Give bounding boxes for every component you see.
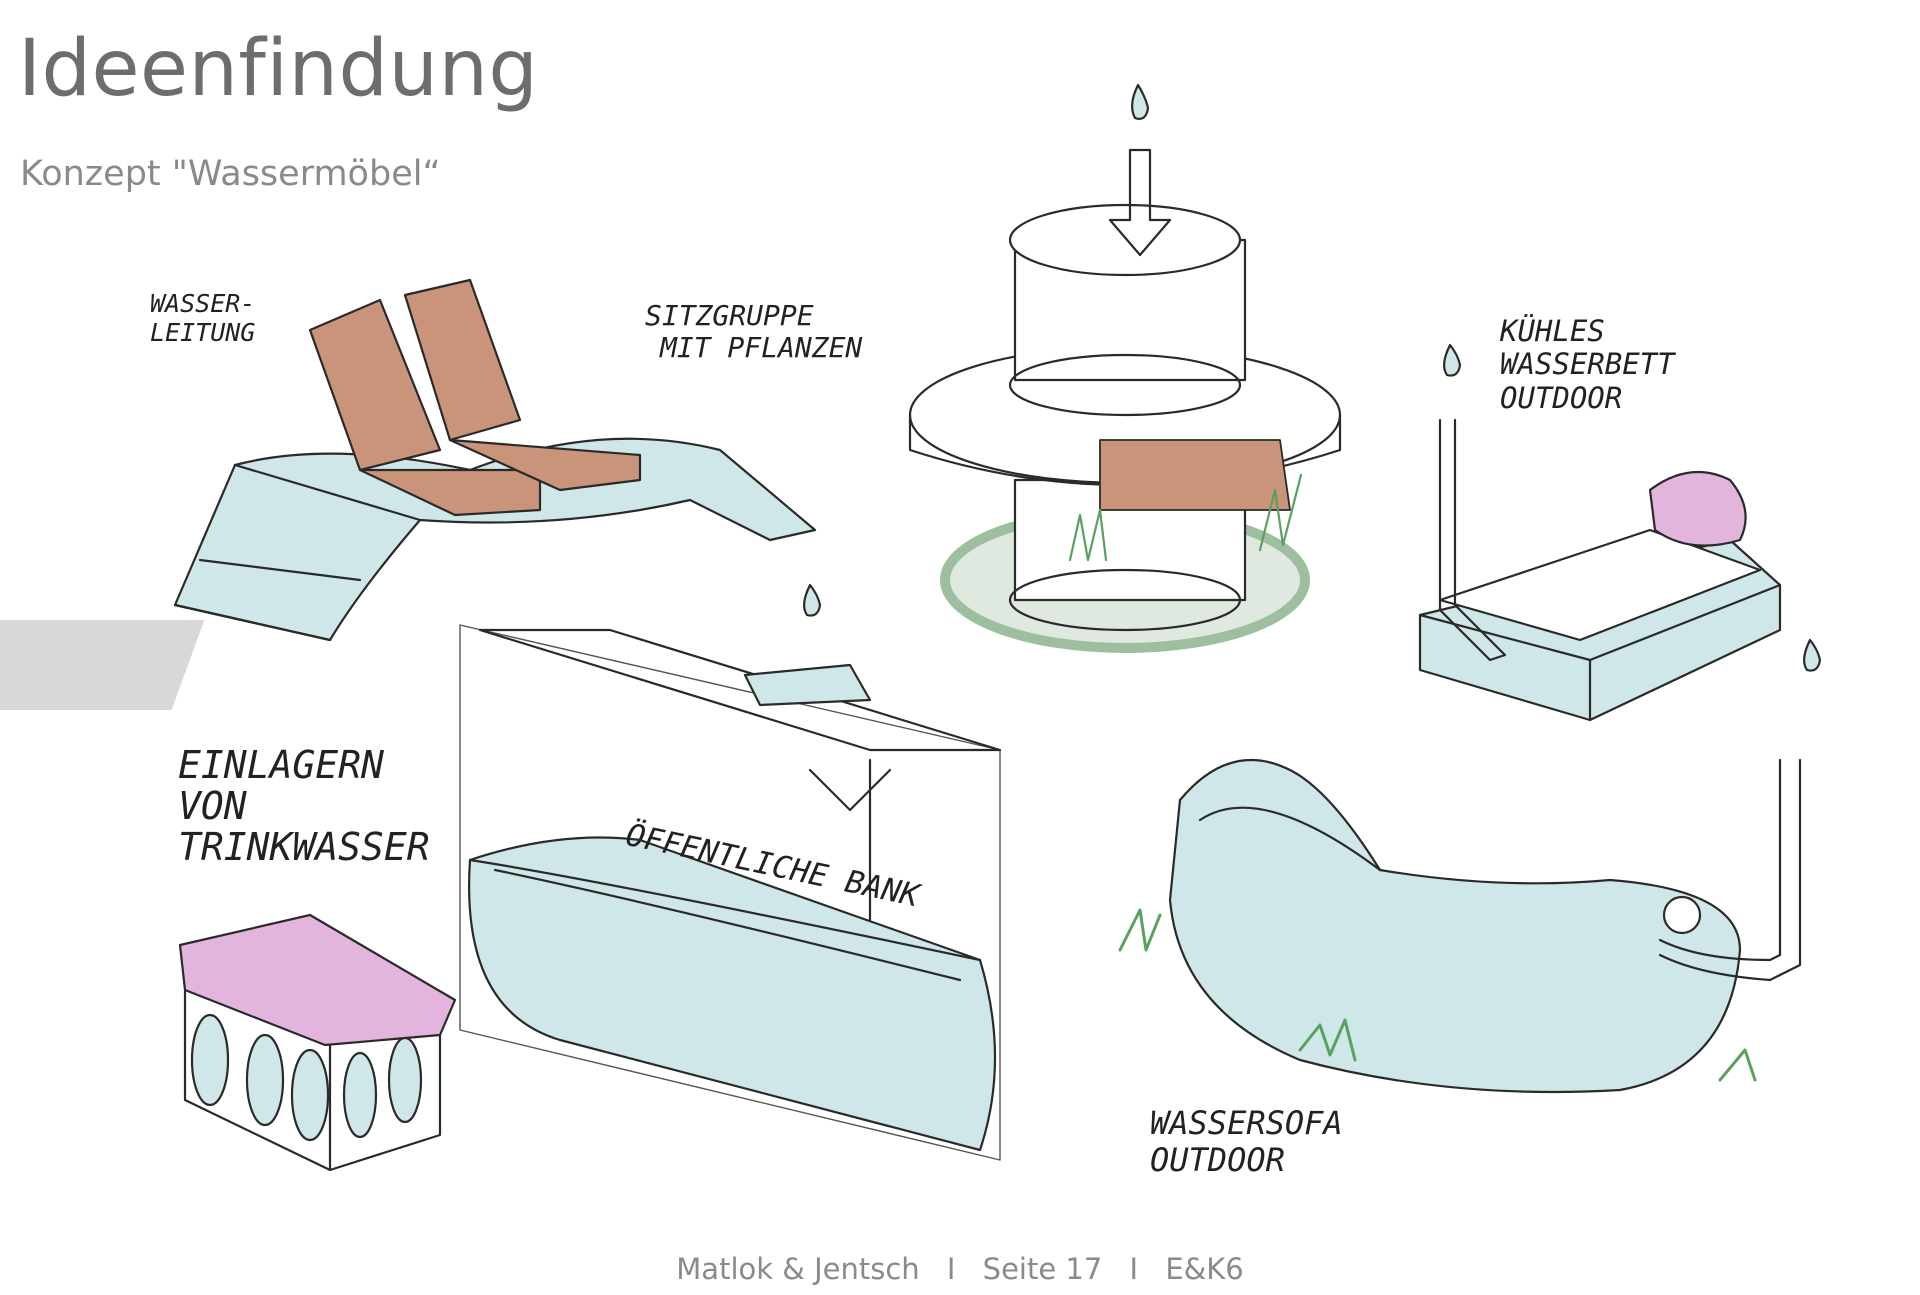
lounger-sketch bbox=[0, 278, 817, 710]
note-einlagern-line3: TRINKWASSER bbox=[178, 825, 430, 870]
page-subtitle: Konzept "Wassermöbel“ bbox=[20, 154, 441, 194]
note-wasserbett: KÜHLES WASSERBETT OUTDOOR bbox=[1500, 314, 1675, 415]
footer-separator: I bbox=[946, 1252, 956, 1286]
seating-group-sketch bbox=[908, 83, 1342, 653]
note-wassersofa-line1: WASSERSOFA bbox=[1150, 1104, 1343, 1142]
note-wasserbett-line3: OUTDOOR bbox=[1500, 380, 1623, 415]
footer-authors: Matlok & Jentsch bbox=[676, 1252, 920, 1286]
note-wasserbett-line2: WASSERBETT bbox=[1500, 347, 1675, 382]
note-einlagern-line1: EINLAGERN bbox=[178, 743, 384, 787]
footer-page-number: Seite 17 bbox=[982, 1252, 1103, 1286]
note-einlagern: EINLAGERN VON TRINKWASSER bbox=[178, 743, 430, 870]
note-sitzgruppe-line2: MIT PFLANZEN bbox=[660, 331, 863, 365]
note-sitzgruppe: SITZGRUPPE MIT PFLANZEN bbox=[645, 299, 863, 365]
note-einlagern-line2: VON bbox=[178, 784, 247, 829]
note-wasserleitung: WASSER- LEITUNG bbox=[150, 289, 256, 348]
page-title: Ideenfindung bbox=[18, 24, 539, 114]
note-wasserleitung-line2: LEITUNG bbox=[150, 317, 256, 347]
note-wassersofa-line2: OUTDOOR bbox=[1150, 1140, 1285, 1179]
note-sitzgruppe-line1: SITZGRUPPE bbox=[645, 299, 814, 332]
page-footer: Matlok & Jentsch I Seite 17 I E&K6 bbox=[0, 1252, 1920, 1286]
storage-box-sketch bbox=[178, 913, 457, 1172]
note-wasserbett-line1: KÜHLES bbox=[1500, 314, 1605, 348]
watersofa-sketch bbox=[1118, 638, 1822, 1094]
note-wassersofa: WASSERSOFA OUTDOOR bbox=[1150, 1105, 1343, 1179]
public-bench-sketch bbox=[459, 583, 1002, 1161]
footer-course: E&K6 bbox=[1165, 1252, 1244, 1286]
note-wasserleitung-line1: WASSER- bbox=[150, 289, 256, 318]
footer-separator: I bbox=[1129, 1252, 1139, 1286]
waterbed-sketch bbox=[1418, 343, 1782, 722]
